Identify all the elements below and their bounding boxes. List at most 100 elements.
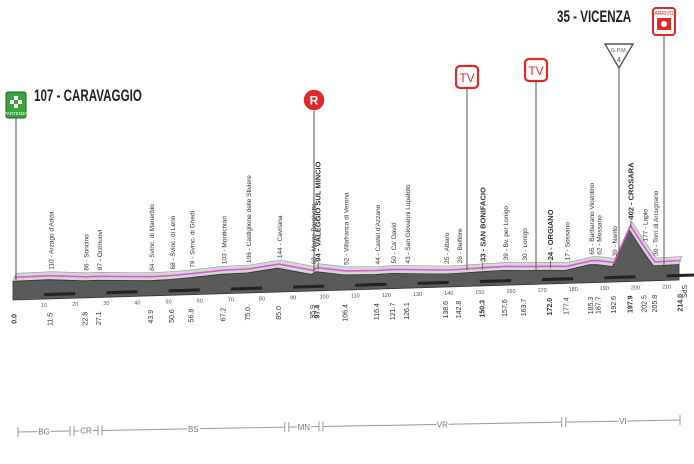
svg-text:205.8: 205.8	[652, 295, 659, 313]
svg-text:39 - Bv. per Lonigo: 39 - Bv. per Lonigo	[503, 206, 510, 261]
svg-text:39 - Nanto: 39 - Nanto	[612, 226, 619, 257]
km-tick-label: 110	[351, 294, 360, 300]
profile-body	[12, 220, 683, 301]
svg-text:150.3: 150.3	[479, 300, 486, 318]
svg-text:157.6: 157.6	[502, 299, 509, 317]
place-label: 43 - San Giovanni Lupatoto	[405, 184, 412, 264]
km-tick-label: 80	[259, 297, 265, 303]
svg-text:197.9: 197.9	[627, 295, 634, 313]
svg-text:214.0: 214.0	[678, 294, 685, 312]
km-label: 75.0	[245, 307, 252, 321]
place-label: 30 - Lonigo	[522, 228, 529, 261]
gpm-triangle-icon	[603, 43, 635, 70]
place-label: 402 - CROSARA	[626, 162, 635, 220]
sds-label: SdS	[682, 284, 689, 298]
tv-marker-2: TV	[523, 57, 549, 270]
svg-text:103 - Montichiari: 103 - Montichiari	[222, 216, 229, 264]
place-label: 94 - VALEGGIO SUL MINCIO	[314, 161, 323, 261]
svg-text:67.2: 67.2	[221, 308, 228, 322]
km-ruler-segment	[666, 273, 694, 278]
km-ruler-segment	[44, 292, 76, 297]
place-label: 50 - Ca' David	[391, 222, 398, 263]
svg-text:121.7: 121.7	[390, 303, 397, 321]
province-label: VR	[437, 420, 448, 429]
svg-text:402 - CROSARA: 402 - CROSARA	[626, 162, 635, 220]
place-label: 39 - Nanto	[612, 226, 619, 257]
km-label: 0.0	[12, 314, 19, 324]
km-label: 56.8	[188, 309, 195, 323]
province-label: MN	[298, 423, 311, 432]
km-tick-label: 50	[166, 299, 172, 305]
svg-text:TV: TV	[528, 64, 543, 78]
province-segment	[288, 426, 320, 428]
km-label: 142.8	[456, 301, 463, 319]
refuel-marker: R	[302, 88, 326, 277]
km-label: 116.4	[374, 303, 381, 320]
place-label: 106 - Castiglione delle Stiviere	[246, 175, 253, 263]
svg-text:94 - VALEGGIO SUL MINCIO: 94 - VALEGGIO SUL MINCIO	[314, 161, 323, 261]
km-ruler-segment	[168, 288, 200, 293]
km-ruler-segment	[355, 282, 387, 287]
place-label: 26 - Belfiore	[457, 228, 464, 263]
km-tick-label: 180	[569, 287, 578, 293]
svg-text:107 - CARAVAGGIO: 107 - CARAVAGGIO	[34, 86, 142, 104]
svg-text:22.8: 22.8	[83, 312, 90, 326]
svg-text:25 - Albaro: 25 - Albaro	[444, 232, 451, 264]
svg-text:R: R	[310, 94, 319, 108]
route-line	[14, 223, 681, 279]
finish-badge-label: ARRIVO	[654, 11, 673, 17]
km-label: 121.7	[390, 303, 397, 321]
svg-text:65 - Barbarano Vicentino: 65 - Barbarano Vicentino	[589, 183, 596, 255]
svg-text:185.3: 185.3	[588, 297, 595, 315]
svg-text:177 - Lapio: 177 - Lapio	[643, 209, 650, 242]
start-badge-label: PARTENZA	[4, 111, 28, 116]
km-tick-label: 190	[600, 286, 609, 292]
svg-text:106.4: 106.4	[343, 304, 350, 322]
province-segment	[74, 429, 99, 432]
gpm-category: 4	[617, 57, 621, 64]
province-segment	[17, 430, 71, 433]
svg-text:44 - Castel d'Azzano: 44 - Castel d'Azzano	[375, 204, 382, 264]
place-label: 68 - Svinc. di Leno	[170, 215, 177, 269]
gpm-label: G.P.M.	[611, 48, 628, 54]
km-label: 11.5	[47, 313, 54, 326]
place-label: 39 - Bv. per Lonigo	[503, 206, 510, 261]
place-label: 33 - SAN BONIFACIO	[478, 187, 487, 262]
km-tick-label: 70	[228, 297, 234, 303]
svg-text:177.4: 177.4	[564, 297, 571, 315]
svg-text:87 - Orzinuovi: 87 - Orzinuovi	[97, 230, 104, 270]
km-ruler-segment	[293, 284, 325, 289]
svg-text:86 - Soncino: 86 - Soncino	[84, 234, 91, 271]
svg-text:192.6: 192.6	[611, 296, 618, 314]
km-tick-label: 40	[134, 300, 140, 306]
svg-text:33 - SAN BONIFACIO: 33 - SAN BONIFACIO	[478, 187, 487, 262]
svg-text:50.6: 50.6	[169, 309, 176, 323]
svg-text:202.5: 202.5	[642, 295, 649, 313]
svg-text:11.5: 11.5	[47, 313, 54, 326]
km-label: 22.8	[83, 312, 90, 326]
svg-text:64 - Svinc. di Manerbio: 64 - Svinc. di Manerbio	[149, 204, 156, 271]
km-label: 97.4	[315, 305, 322, 319]
svg-text:97.4: 97.4	[315, 305, 322, 319]
start-altitude: 107	[34, 86, 53, 104]
svg-text:116.4: 116.4	[374, 303, 381, 320]
svg-text:79 - Svinc. di Ghedi: 79 - Svinc. di Ghedi	[189, 211, 196, 268]
km-label: 95.9	[310, 305, 317, 319]
finish-altitude: 35	[557, 7, 570, 25]
km-tick-label: 150	[475, 290, 484, 296]
km-label: 43.9	[148, 310, 155, 324]
place-label: 62 - Mossano	[597, 215, 604, 255]
svg-text:138.6: 138.6	[443, 301, 450, 319]
svg-text:TV: TV	[459, 71, 474, 85]
province-label: BS	[188, 425, 199, 434]
km-tick-label: 100	[320, 295, 329, 301]
svg-text:163.7: 163.7	[521, 299, 528, 317]
km-tick-label: 140	[444, 291, 453, 297]
km-label: 205.8	[652, 295, 659, 313]
place-label: 86 - Soncino	[84, 234, 91, 271]
svg-text:43 - San Giovanni Lupatoto: 43 - San Giovanni Lupatoto	[405, 184, 412, 264]
place-label: 110 - Arzago d'Adda	[48, 211, 55, 270]
km-tick-label: 160	[506, 289, 515, 295]
km-ruler-segment	[542, 277, 574, 282]
svg-text:106 - Castiglione delle Stivie: 106 - Castiglione delle Stiviere	[246, 175, 253, 263]
